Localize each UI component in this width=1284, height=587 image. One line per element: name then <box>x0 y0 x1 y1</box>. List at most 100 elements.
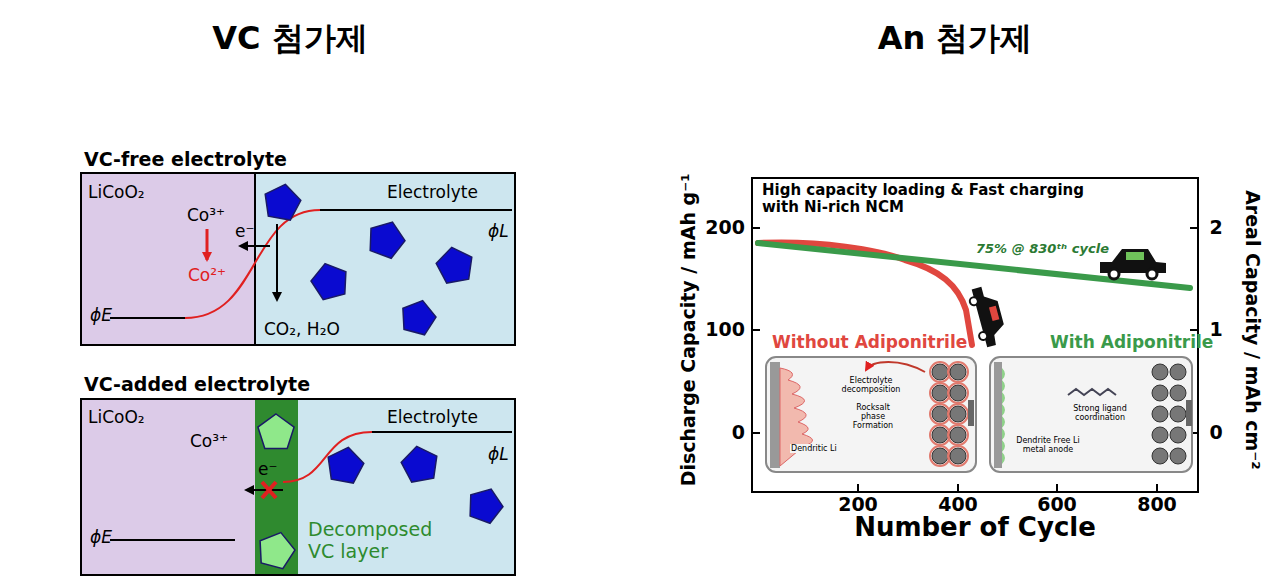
node-text: VC-added electrolyte <box>84 374 310 396</box>
node-text: LiCoO₂ <box>88 183 145 203</box>
node-text: ϕE <box>90 528 112 548</box>
potential-line <box>110 317 185 319</box>
interface-line <box>254 172 256 346</box>
electrolyte-region: Electrolyte ϕL <box>300 400 518 578</box>
cathode-particle <box>1152 364 1168 380</box>
tick-label: 200 <box>838 494 878 516</box>
decomposition-arrow <box>866 362 925 372</box>
cathode-particle <box>1170 427 1186 443</box>
panel: VC-free electrolyteLiCoO₂Co³⁺Co²⁺ϕEElect… <box>80 172 516 346</box>
axis-title: Discharge Capacity / mAh g⁻¹ <box>677 174 699 487</box>
cathode-particle <box>932 448 948 464</box>
inset-box <box>990 357 1192 472</box>
cathode-particle <box>1152 385 1168 401</box>
cathode-region <box>80 398 255 576</box>
node-text: Electrolyte <box>387 183 478 203</box>
molecule-pentagon <box>265 184 301 220</box>
rocksalt-shell <box>948 404 968 424</box>
electrolyte-region: Electrolyte ϕL CO₂, H₂O <box>257 174 518 348</box>
annotation: 75% @ 830ᵗʰ cycle <box>976 242 1109 257</box>
tick-label: 0 <box>732 422 745 444</box>
cathode-particle <box>1170 385 1186 401</box>
tick-label: 100 <box>705 319 745 341</box>
node-text: ϕL <box>488 222 509 242</box>
cathode-region <box>80 172 255 346</box>
node-text: Co³⁺ <box>190 432 228 452</box>
node-text: Co²⁺ <box>188 266 226 286</box>
node-text: Rocksalt phase Formation <box>842 403 904 431</box>
potential-line <box>320 209 512 211</box>
electrolyte-region <box>255 172 516 346</box>
cathode-particle <box>950 364 966 380</box>
molecule-pentagon <box>470 489 503 523</box>
molecule-pentagon <box>260 533 295 569</box>
cathode-particles <box>930 362 1192 466</box>
node-text: ϕE <box>90 306 112 326</box>
cathode-region: LiCoO₂ Co³⁺ ϕE <box>82 400 257 578</box>
cathode-particle <box>950 427 966 443</box>
current-collector <box>968 400 974 426</box>
electrolyte-region <box>298 398 516 576</box>
inset-box: Electrolyte decompositionRocksalt phase … <box>766 357 976 472</box>
red-capacity-curve <box>758 242 972 345</box>
node-text: Electrolyte <box>387 408 478 428</box>
rocksalt-shell <box>948 362 968 382</box>
tick-label: 600 <box>1037 494 1077 516</box>
node-text: VC-free electrolyte <box>84 149 287 171</box>
node-text: Strong ligand coordination <box>1066 404 1134 422</box>
cathode-particle <box>932 385 948 401</box>
tick-label: 2 <box>1209 217 1222 239</box>
anode-bar <box>770 362 780 468</box>
inset-box <box>766 357 976 472</box>
node-text: ϕL <box>488 445 509 465</box>
broken-car-icon <box>967 284 1009 349</box>
cathode-particle <box>1152 448 1168 464</box>
node-text: High capacity loading & Fast charging wi… <box>762 182 1102 217</box>
molecule-pentagon <box>258 414 294 448</box>
molecule-pentagon <box>436 247 472 283</box>
molecule-pentagon <box>370 222 405 258</box>
tick-label: 400 <box>938 494 978 516</box>
green-capacity-curve <box>758 243 1190 288</box>
potential-line <box>110 539 235 541</box>
tick-label: 200 <box>705 217 745 239</box>
node-text: Dendritic Li <box>790 444 838 453</box>
cathode-particle <box>1170 364 1186 380</box>
cathode-particle <box>932 364 948 380</box>
cathode-particle <box>932 427 948 443</box>
adiponitrile-molecule <box>1068 389 1116 395</box>
reduction-arrow <box>206 229 209 260</box>
electron-label: e⁻ <box>235 222 254 242</box>
cathode-particle <box>1152 406 1168 422</box>
node-text: CO₂, H₂O <box>264 320 340 340</box>
molecule-pentagon <box>328 447 364 483</box>
electron-label: e⁻ <box>258 460 277 480</box>
node-text: LiCoO₂ <box>88 408 145 428</box>
section-title: An 첨가제 <box>878 20 1033 57</box>
molecule-pentagon <box>401 446 437 482</box>
potential-line <box>372 431 512 433</box>
vc-layer <box>255 398 298 576</box>
cathode-particle <box>950 385 966 401</box>
cathode-region: LiCoO₂Co³⁺Co²⁺ϕE <box>82 174 257 348</box>
panel: VC-added electrolyteLiCoO₂Co³⁺ϕEDecompos… <box>80 398 516 576</box>
anode-bar <box>994 362 1002 468</box>
tick-label: 800 <box>1137 494 1177 516</box>
cathode-particle <box>1170 406 1186 422</box>
rocksalt-shell <box>948 383 968 403</box>
axis-ticks <box>752 228 1198 492</box>
electron-arrow <box>240 245 270 247</box>
block-cross <box>262 482 276 498</box>
cathode-particle <box>932 406 948 422</box>
cathode-particle <box>950 406 966 422</box>
node-text: Dendrite Free Li metal anode <box>1010 436 1086 454</box>
node-text: Decomposed VC layer <box>308 519 458 563</box>
node-text: Electrolyte decomposition <box>838 376 904 394</box>
series-label: Without Adiponitrile <box>772 333 967 353</box>
cathode-particle <box>950 448 966 464</box>
vc-layer: Decomposed VC layer <box>257 400 300 578</box>
cathode-particle <box>1170 448 1186 464</box>
section-title: VC 첨가제 <box>212 20 367 57</box>
